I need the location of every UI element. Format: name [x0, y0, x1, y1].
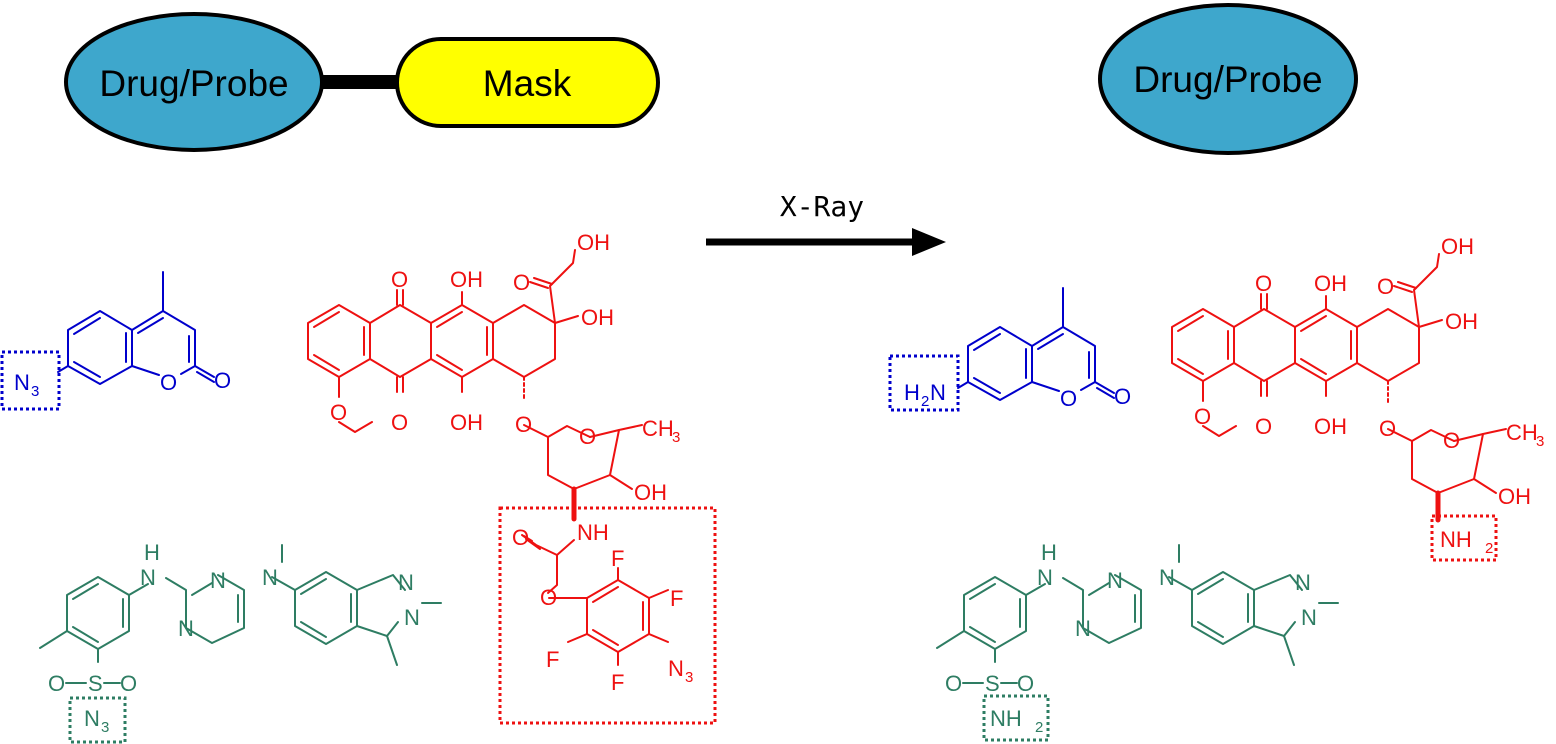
drug-probe-ellipse-right — [1098, 3, 1358, 155]
dox-methyl: CH — [642, 416, 674, 441]
aryl-f-3: F — [546, 647, 559, 672]
azide-box-pazopanib — [68, 696, 127, 744]
reaction-arrow: X-Ray — [706, 190, 946, 256]
dox-right-methyl-subscript: 3 — [1536, 433, 1544, 450]
paz-sulfonyl-o-right: O — [120, 671, 137, 696]
dox-right-methyl: CH — [1506, 420, 1538, 445]
dox-carbamate-ester-o: O — [540, 585, 557, 610]
paz-sulfur: S — [88, 671, 103, 696]
paz-azide-label: N — [84, 706, 100, 731]
doxorubicin-free: O O OH OH O OH O OH O O CH 3 OH NH 2 — [1171, 234, 1544, 562]
azide-subscript: 3 — [31, 383, 39, 400]
dox-ketone-o-top: O — [391, 267, 408, 292]
coumarin-ring-oxygen: O — [160, 370, 177, 395]
dox-right-oh-side: OH — [1441, 234, 1474, 259]
dox-carbamate-carbonyl-o: O — [512, 525, 529, 550]
coumarin-right-carbonyl-oxygen: O — [1114, 384, 1131, 409]
dox-oh-bottom: OH — [450, 410, 483, 435]
coumarin-azide: O O N 3 — [0, 271, 231, 411]
doxorubicin-masked: O O OH OH O OH O OH O O CH 3 OH NH O O F… — [307, 230, 717, 725]
paz-sulfonyl-o-left: O — [48, 671, 65, 696]
dox-right-side-ketone-o: O — [1377, 274, 1394, 299]
paz-right-nh-n: N — [1037, 565, 1053, 590]
aryl-azide-subscript: 3 — [685, 669, 693, 686]
mask-box-doxorubicin — [498, 506, 717, 725]
dox-sugar-oh: OH — [634, 480, 667, 505]
aryl-azide-label: N — [668, 656, 684, 681]
coumarin-carbonyl-oxygen: O — [214, 368, 231, 393]
pazopanib-sulfonyl-azide: N H N N N N N S O O N 3 — [39, 540, 442, 744]
dox-methoxy-o: O — [330, 400, 347, 425]
paz-indazole-n2: N — [404, 605, 420, 630]
paz-azide-subscript: 3 — [101, 719, 109, 736]
dox-right-glycoside-o: O — [1379, 416, 1396, 441]
dox-carbamate-nh: NH — [577, 520, 609, 545]
paz-right-methylamine-n: N — [1159, 565, 1175, 590]
aryl-f-2: F — [670, 586, 683, 611]
amine-n-coumarin: N — [930, 380, 946, 405]
azide-label: N — [14, 370, 30, 395]
amine-h-coumarin: H — [904, 380, 920, 405]
paz-nh-h: H — [144, 540, 160, 565]
paz-pyrimidine-n1: N — [210, 568, 226, 593]
coumarin-right-ring-oxygen: O — [1060, 386, 1077, 411]
drug-probe-label-left: Drug/Probe — [99, 63, 288, 104]
dox-oh-tertiary: OH — [581, 305, 614, 330]
dox-right-oh-bottom: OH — [1314, 414, 1347, 439]
pazopanib-sulfonamide: N H N N N N N S O O NH 2 — [936, 540, 1339, 742]
coumarin-amine: O O H 2 N — [888, 287, 1131, 412]
mask-label: Mask — [483, 63, 572, 104]
dox-right-sugar-ring-o: O — [1443, 428, 1460, 453]
released-drug-schematic: Drug/Probe — [1098, 3, 1358, 155]
paz-right-amine-subscript: 2 — [1035, 719, 1043, 736]
aryl-f-1: F — [611, 546, 624, 571]
dox-right-ketone-o-top: O — [1255, 271, 1272, 296]
paz-right-indazole-n2: N — [1301, 605, 1317, 630]
paz-indazole-n1: N — [398, 570, 414, 595]
dox-glycoside-o: O — [515, 412, 532, 437]
paz-nh-n: N — [140, 565, 156, 590]
dox-right-amine-subscript: 2 — [1485, 540, 1493, 557]
dox-right-oh-tertiary: OH — [1445, 309, 1478, 334]
paz-right-sulfonyl-o-left: O — [945, 671, 962, 696]
paz-right-amine-n: NH — [990, 706, 1022, 731]
dox-right-sugar-oh: OH — [1498, 484, 1531, 509]
paz-right-indazole-n1: N — [1295, 570, 1311, 595]
amine-box-pazopanib — [982, 694, 1050, 742]
drug-probe-ellipse-left — [64, 12, 324, 152]
amine-box-coumarin — [888, 354, 960, 412]
dox-oh-top: OH — [450, 267, 483, 292]
paz-right-sulfonyl-o-right: O — [1017, 671, 1034, 696]
paz-right-pyrimidine-n2: N — [1075, 616, 1091, 641]
dox-right-amine-n: NH — [1440, 527, 1472, 552]
dox-ketone-o-bottom: O — [391, 410, 408, 435]
masked-prodrug-schematic: Drug/Probe Mask — [64, 12, 660, 152]
paz-right-pyrimidine-n1: N — [1107, 568, 1123, 593]
paz-methylamine-n: N — [262, 565, 278, 590]
aryl-f-4: F — [611, 670, 624, 695]
dox-side-ketone-o: O — [513, 270, 530, 295]
dox-methyl-subscript: 3 — [672, 429, 680, 446]
dox-right-oh-top: OH — [1314, 271, 1347, 296]
mask-pill — [395, 37, 660, 128]
amine-h-subscript-coumarin: 2 — [921, 393, 929, 410]
dox-right-ketone-o-bottom: O — [1255, 414, 1272, 439]
arrow-head — [912, 228, 946, 256]
amine-box-doxorubicin — [1430, 514, 1498, 562]
azide-box-coumarin — [0, 350, 61, 411]
arrow-label: X-Ray — [780, 190, 864, 223]
dox-sugar-ring-o: O — [579, 424, 596, 449]
dox-right-methoxy-o: O — [1194, 404, 1211, 429]
paz-pyrimidine-n2: N — [178, 616, 194, 641]
paz-right-nh-h: H — [1041, 540, 1057, 565]
drug-probe-label-right: Drug/Probe — [1133, 59, 1322, 100]
paz-right-sulfur: S — [985, 671, 1000, 696]
dox-oh-side: OH — [577, 230, 610, 255]
